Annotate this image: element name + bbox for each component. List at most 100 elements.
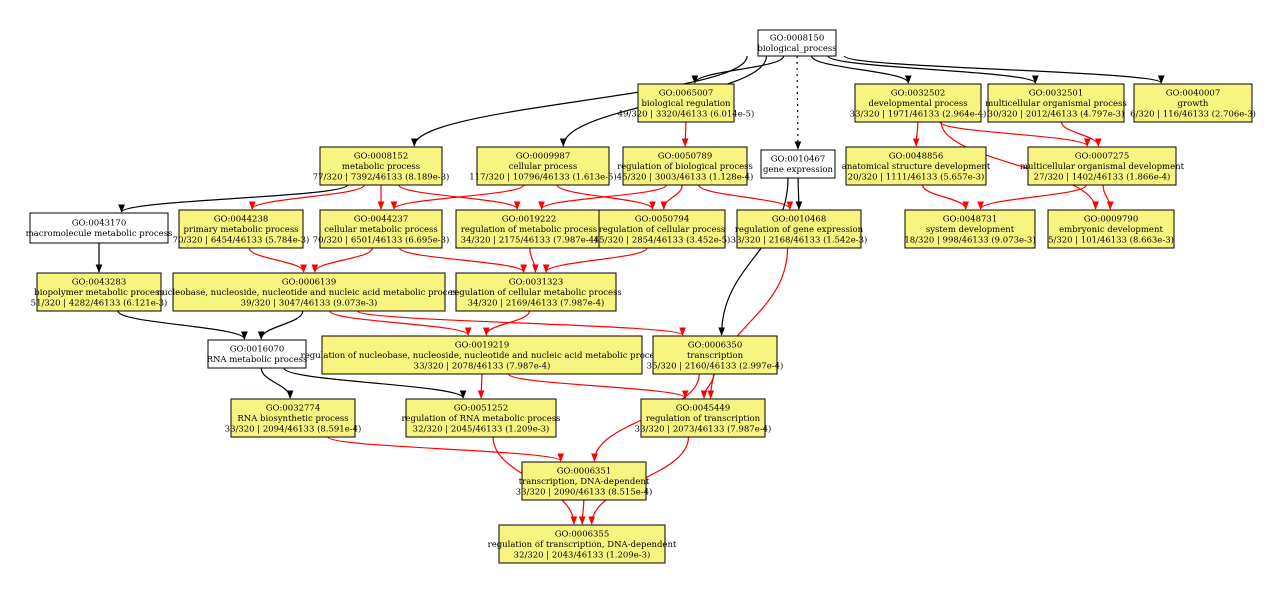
- edge-GO0050794-to-GO0031323: [542, 247, 648, 273]
- node-statistics: 20/320 | 1111/46133 (5.657e-3): [848, 171, 985, 182]
- node-term-name: primary metabolic process: [183, 225, 298, 235]
- node-box[interactable]: [29, 212, 169, 244]
- node-box[interactable]: [1027, 146, 1177, 186]
- node-box[interactable]: [230, 398, 356, 438]
- node-statistics: 33/320 | 2090/46133 (8.515e-4): [516, 486, 653, 497]
- node-box[interactable]: [207, 339, 307, 369]
- node-term-name: transcription, DNA-dependent: [519, 477, 650, 487]
- node-box[interactable]: [405, 398, 557, 438]
- node-box[interactable]: [321, 335, 643, 375]
- node-box[interactable]: [598, 209, 726, 249]
- node-box[interactable]: [1047, 209, 1175, 249]
- node-box[interactable]: [652, 335, 778, 375]
- node-box[interactable]: [521, 461, 647, 501]
- node-box[interactable]: [319, 209, 443, 249]
- node-statistics: 6/320 | 116/46133 (2.706e-3): [1130, 108, 1256, 119]
- node-box[interactable]: [36, 272, 162, 312]
- node-box[interactable]: [845, 146, 987, 186]
- node-go-id: GO:0044237: [354, 214, 408, 224]
- node-box[interactable]: [319, 146, 443, 186]
- node-box[interactable]: [172, 272, 446, 312]
- node-statistics: 39/320 | 3047/46133 (9.073e-3): [241, 297, 378, 308]
- edge-GO0031323-to-GO0019219: [482, 310, 531, 336]
- node-term-name: regulation of RNA metabolic process: [401, 414, 560, 424]
- edge-GO0032774-to-GO0006351: [327, 436, 564, 462]
- node-box[interactable]: [498, 524, 666, 564]
- node-box[interactable]: [904, 209, 1036, 249]
- node-box[interactable]: [987, 83, 1125, 123]
- node-box[interactable]: [757, 29, 837, 57]
- node-box[interactable]: [640, 398, 766, 438]
- node-box[interactable]: [178, 209, 304, 249]
- node-box[interactable]: [854, 83, 982, 123]
- node-term-name: regulation of metabolic process: [461, 225, 597, 235]
- node-statistics: 34/320 | 2175/46133 (7.987e-4): [461, 234, 598, 245]
- node-box[interactable]: [455, 209, 603, 249]
- node-box[interactable]: [455, 272, 617, 312]
- node-statistics: 32/320 | 2045/46133 (1.209e-3): [413, 423, 550, 434]
- node-term-name: cellular process: [509, 162, 577, 172]
- node-term-name: system development: [926, 225, 1015, 235]
- edge-GO0032502-to-GO0009790: [940, 121, 1099, 210]
- node-go-id: GO:0008152: [354, 151, 408, 161]
- node-go-id: GO:0044238: [214, 214, 268, 224]
- node-box[interactable]: [622, 146, 748, 186]
- edge-GO0044238-to-GO0006139: [248, 247, 307, 273]
- node-go-id: GO:0043283: [72, 277, 126, 287]
- edge-GO0007275-to-GO0048731: [977, 184, 1087, 210]
- node-go-id: GO:0006139: [282, 277, 336, 287]
- node-box[interactable]: [476, 146, 610, 186]
- node-statistics: 35/320 | 2160/46133 (2.997e-4): [647, 360, 784, 371]
- node-statistics: 45/320 | 3003/46133 (1.128e-4): [617, 171, 754, 182]
- node-term-name: transcription: [687, 351, 744, 361]
- node-box[interactable]: [637, 83, 735, 123]
- edge-GO0048856-to-GO0048731: [921, 184, 970, 210]
- node-statistics: 33/320 | 2073/46133 (7.987e-4): [635, 423, 772, 434]
- edge-GO0050789-to-GO0019222: [538, 184, 667, 210]
- edge-GO0044237-to-GO0006139: [311, 247, 373, 273]
- edge-GO0006139-to-GO0006350: [357, 310, 686, 336]
- node-term-name: regulation of transcription: [646, 414, 761, 424]
- node-box[interactable]: [760, 149, 836, 179]
- node-box[interactable]: [1133, 83, 1253, 123]
- node-statistics: 5/320 | 101/46133 (8.663e-3): [1048, 234, 1174, 245]
- node-go-id: GO:0006350: [688, 340, 742, 350]
- node-go-id: GO:0006355: [555, 529, 609, 539]
- node-box[interactable]: [736, 209, 862, 249]
- edge-GO0032502-to-GO0048856: [912, 121, 920, 147]
- edge-GO0008150-to-GO0040007: [843, 55, 1165, 84]
- node-go-id: GO:0032501: [1029, 88, 1083, 98]
- nodes-layer: GO:0008150biological_processGO:0065007bi…: [26, 29, 1256, 564]
